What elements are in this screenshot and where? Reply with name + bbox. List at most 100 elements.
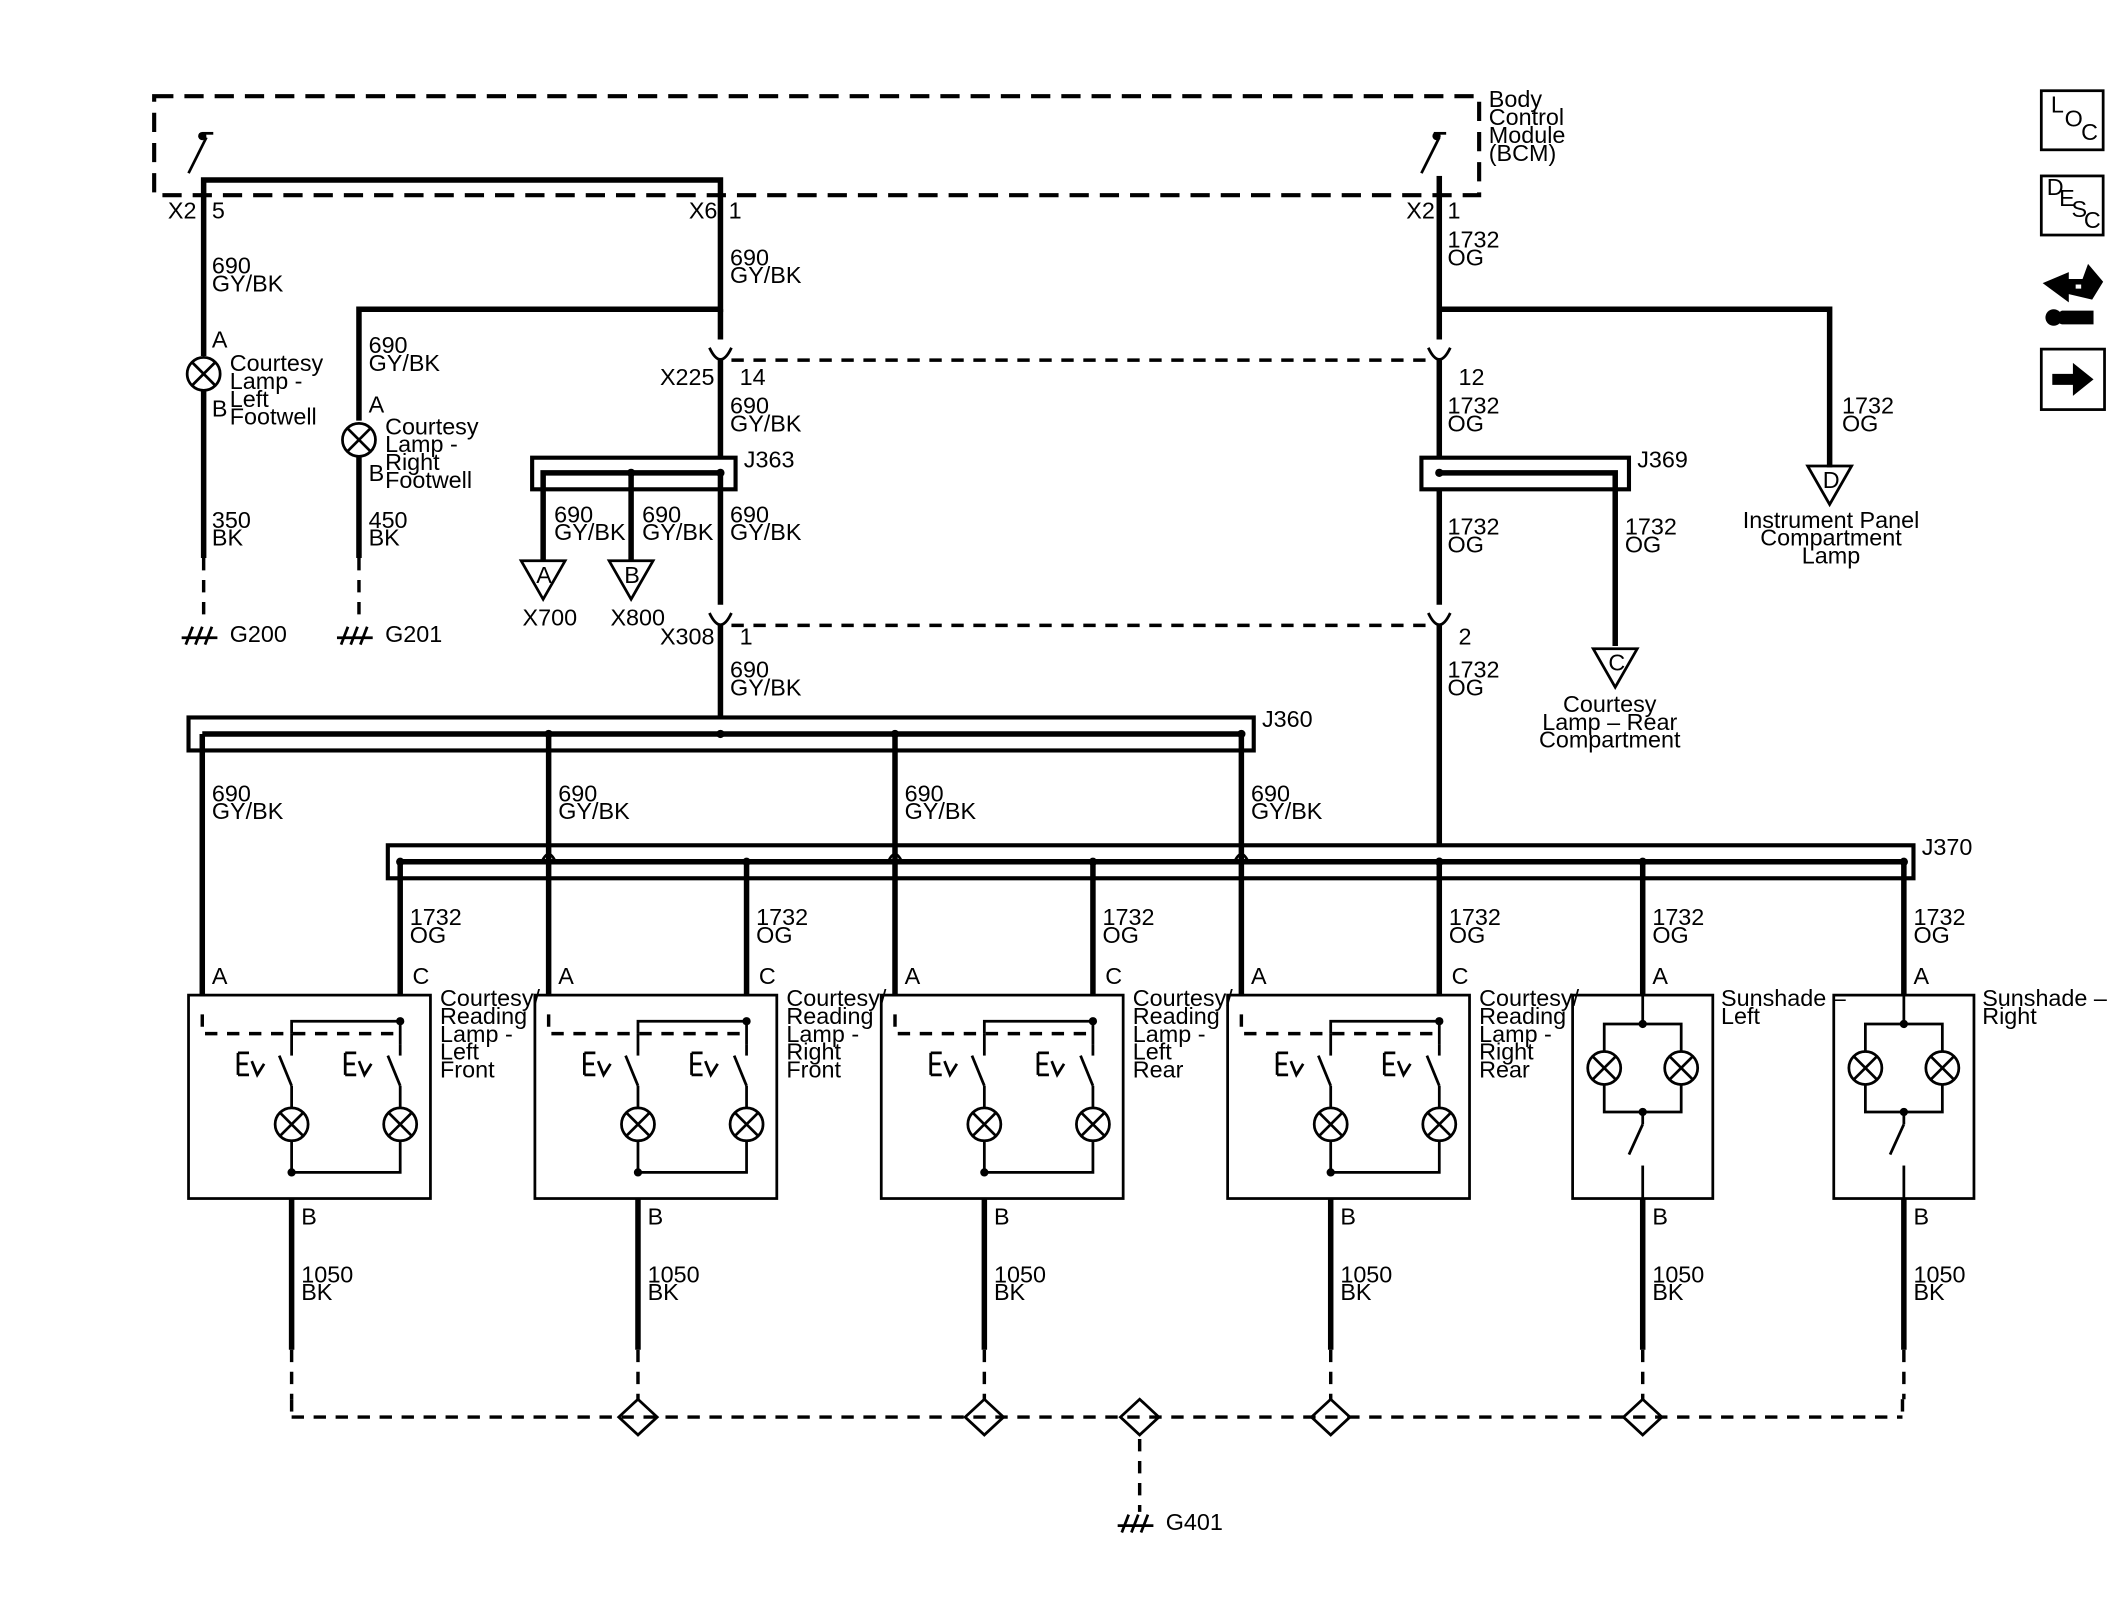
junction-dot bbox=[1088, 857, 1098, 866]
ip-lamp-label: Compartment bbox=[1760, 525, 1902, 551]
wire-crossover bbox=[540, 852, 557, 863]
pin-label: B bbox=[1913, 1204, 1929, 1230]
wire-crossover bbox=[1233, 852, 1250, 863]
pin-label: B bbox=[648, 1204, 664, 1230]
pin-label: B bbox=[1340, 1204, 1356, 1230]
junction-dot bbox=[1435, 857, 1444, 866]
pin-label: A bbox=[905, 963, 921, 989]
pin-x225: X225 bbox=[660, 364, 715, 390]
bulb-icon bbox=[1421, 1106, 1458, 1143]
pin-label: C bbox=[1105, 963, 1122, 989]
junction-dot bbox=[890, 729, 900, 739]
bulb-icon bbox=[273, 1106, 310, 1143]
junction-dot bbox=[633, 1168, 643, 1177]
pin-x2b-num: 1 bbox=[1448, 198, 1461, 224]
wire-label: BK bbox=[212, 525, 244, 551]
wire-label: GY/BK bbox=[554, 519, 626, 545]
bulb-cross bbox=[972, 1112, 997, 1137]
pin-label: B bbox=[994, 1204, 1010, 1230]
internal-wire bbox=[636, 1140, 748, 1174]
ev-symbol-icon bbox=[343, 1051, 373, 1078]
bulb-cross bbox=[1318, 1112, 1343, 1137]
lamp-label: Left bbox=[230, 386, 269, 412]
lamp-label: Footwell bbox=[230, 404, 317, 430]
module-label: Left bbox=[1133, 1039, 1172, 1065]
wire-label: BK bbox=[369, 525, 401, 551]
module-label: Reading bbox=[440, 1003, 527, 1029]
module-label: Courtesy/ bbox=[1479, 985, 1579, 1011]
junction-dot bbox=[396, 1017, 405, 1026]
switch bbox=[732, 1055, 748, 1087]
bulb-icon bbox=[728, 1106, 765, 1143]
wire-label: 1732 bbox=[1449, 904, 1501, 930]
junction-dot bbox=[1088, 1017, 1098, 1026]
internal-dashed bbox=[893, 1014, 1091, 1036]
wire-label: 690 bbox=[730, 244, 769, 270]
next-arrow-icon[interactable] bbox=[2039, 347, 2106, 411]
switch bbox=[970, 1055, 986, 1087]
lamp-right-footwell bbox=[341, 421, 377, 458]
wire-label: 690 bbox=[730, 393, 769, 419]
pin-x2a-num: 5 bbox=[212, 198, 225, 224]
bulb-cross bbox=[1853, 1055, 1878, 1080]
junction-dot bbox=[1899, 857, 1908, 866]
internal-wire bbox=[982, 1019, 1095, 1045]
module-label: Front bbox=[440, 1057, 495, 1083]
internal-wire bbox=[1329, 1019, 1441, 1045]
pin-label: B bbox=[1652, 1204, 1668, 1230]
bulb-cross bbox=[1080, 1112, 1105, 1137]
junction-dot bbox=[1899, 1019, 1908, 1029]
wire-label: 690 bbox=[642, 501, 681, 527]
pin-label: B bbox=[212, 395, 228, 421]
switch bbox=[1425, 1055, 1441, 1087]
splice-label-j370: J370 bbox=[1922, 834, 1973, 860]
bulb-icon bbox=[1075, 1106, 1111, 1143]
internal-wire bbox=[982, 1140, 1095, 1174]
wire-label: OG bbox=[1625, 532, 1661, 558]
bulb-cross bbox=[1592, 1055, 1617, 1080]
wire-label: 690 bbox=[369, 332, 408, 358]
wire-label: GY/BK bbox=[1251, 798, 1323, 824]
wire-label: GY/BK bbox=[212, 270, 284, 296]
ground-label-g401: G401 bbox=[1166, 1509, 1223, 1535]
ev-symbol-icon bbox=[1382, 1051, 1412, 1078]
module-label: Sunshade – bbox=[1982, 985, 2107, 1011]
wire-label: GY/BK bbox=[369, 350, 441, 376]
bcm-label-4: (BCM) bbox=[1489, 140, 1556, 166]
ground-label-g201: G201 bbox=[385, 621, 442, 647]
wire-label: BK bbox=[648, 1279, 680, 1305]
wire-label: 1732 bbox=[1652, 904, 1704, 930]
splice-diamond-icon bbox=[1118, 1397, 1161, 1437]
rear-lamp-label: Lamp – Rear bbox=[1542, 709, 1677, 735]
desc-letter: S bbox=[2072, 196, 2088, 222]
switch bbox=[277, 1055, 293, 1087]
module-box bbox=[1226, 993, 1471, 1200]
wire-label: OG bbox=[410, 922, 446, 948]
module-label: Lamp - bbox=[1479, 1021, 1552, 1047]
wire-crossover bbox=[886, 852, 904, 863]
splice-diamond-icon bbox=[963, 1397, 1006, 1437]
pin-label: C bbox=[759, 963, 776, 989]
bulb-cross bbox=[734, 1112, 759, 1137]
splice-label-j360: J360 bbox=[1262, 706, 1313, 732]
desc-letter: D bbox=[2047, 174, 2064, 200]
bulb-cross bbox=[626, 1112, 650, 1137]
wire-label: 1050 bbox=[1913, 1261, 1965, 1287]
wire-label: OG bbox=[1448, 244, 1484, 270]
pin-x6-num: 1 bbox=[729, 198, 742, 224]
splice-diamond-icon bbox=[1309, 1397, 1352, 1437]
lamp-left-footwell bbox=[185, 355, 222, 392]
wire-label: OG bbox=[1913, 922, 1949, 948]
ev-symbol-icon bbox=[929, 1051, 959, 1078]
loc-icon[interactable]: L O C bbox=[2039, 89, 2105, 152]
connector-view-icon[interactable] bbox=[2042, 263, 2104, 326]
ground-symbol-g201 bbox=[336, 626, 373, 646]
splice-diamond-icon bbox=[616, 1397, 660, 1437]
connector-letter: C bbox=[1608, 650, 1625, 676]
internal-wire bbox=[1329, 1140, 1441, 1174]
wire-label: OG bbox=[756, 922, 792, 948]
desc-icon[interactable]: D E S C bbox=[2039, 174, 2105, 237]
